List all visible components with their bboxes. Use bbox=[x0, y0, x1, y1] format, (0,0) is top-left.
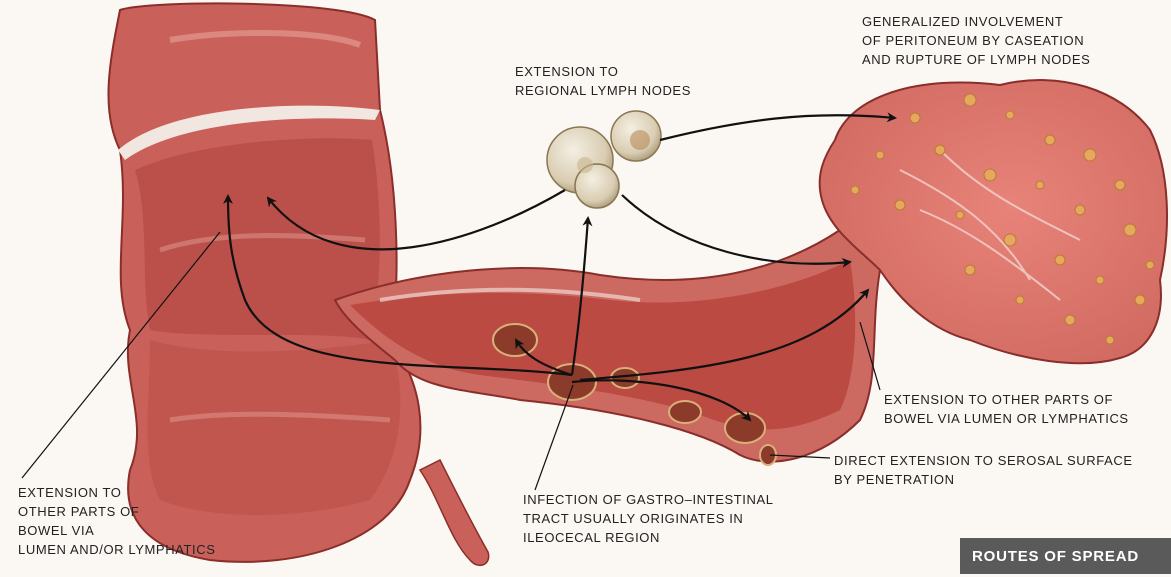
label-line: LUMEN AND/OR LYMPHATICS bbox=[18, 540, 216, 559]
label-line: GENERALIZED INVOLVEMENT bbox=[862, 12, 1090, 31]
label-line: ILEOCECAL REGION bbox=[523, 528, 774, 547]
label-line: BOWEL VIA bbox=[18, 521, 216, 540]
label-line: DIRECT EXTENSION TO SEROSAL SURFACE bbox=[834, 451, 1133, 470]
label-line: EXTENSION TO bbox=[18, 483, 216, 502]
label-line: REGIONAL LYMPH NODES bbox=[515, 81, 691, 100]
label-origin: INFECTION OF GASTRO–INTESTINAL TRACT USU… bbox=[523, 490, 774, 547]
label-line: AND RUPTURE OF LYMPH NODES bbox=[862, 50, 1090, 69]
label-serosal-surface: DIRECT EXTENSION TO SEROSAL SURFACE BY P… bbox=[834, 451, 1133, 489]
lymph-nodes bbox=[547, 111, 661, 208]
label-line: TRACT USUALLY ORIGINATES IN bbox=[523, 509, 774, 528]
label-line: INFECTION OF GASTRO–INTESTINAL bbox=[523, 490, 774, 509]
figure-title: ROUTES OF SPREAD bbox=[960, 538, 1171, 574]
label-line: EXTENSION TO bbox=[515, 62, 691, 81]
label-bowel-lumen-lymphatics: EXTENSION TO OTHER PARTS OF BOWEL VIA LU… bbox=[884, 390, 1129, 428]
label-line: EXTENSION TO OTHER PARTS OF bbox=[884, 390, 1129, 409]
label-line: OTHER PARTS OF bbox=[18, 502, 216, 521]
label-line: BY PENETRATION bbox=[834, 470, 1133, 489]
label-bowel-lumen-and-or: EXTENSION TO OTHER PARTS OF BOWEL VIA LU… bbox=[18, 483, 216, 559]
label-regional-nodes: EXTENSION TO REGIONAL LYMPH NODES bbox=[515, 62, 691, 100]
label-line: OF PERITONEUM BY CASEATION bbox=[862, 31, 1090, 50]
label-line: BOWEL VIA LUMEN OR LYMPHATICS bbox=[884, 409, 1129, 428]
label-peritoneum: GENERALIZED INVOLVEMENT OF PERITONEUM BY… bbox=[862, 12, 1090, 69]
